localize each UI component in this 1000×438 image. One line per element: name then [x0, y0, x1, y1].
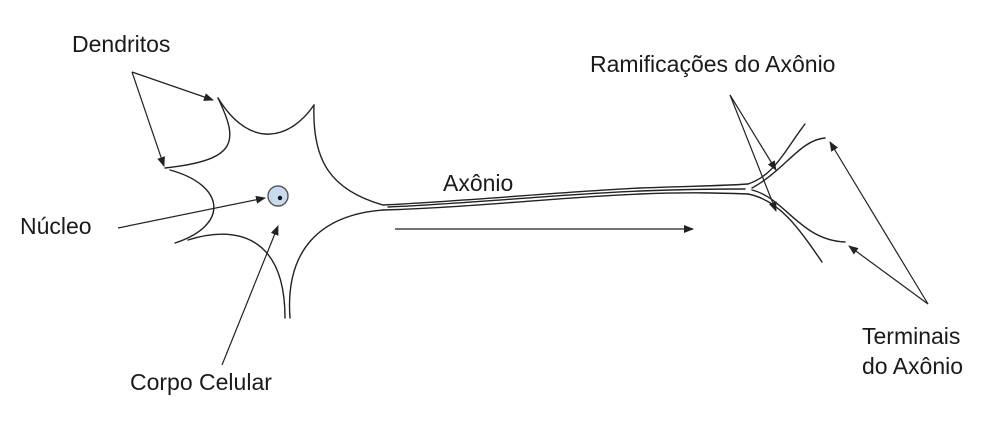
- branch-lower-outer: [747, 193, 823, 263]
- label-dendrites: Dendritos: [72, 31, 171, 57]
- arrow-branches-2: [729, 94, 777, 212]
- nucleus-shape: [267, 185, 289, 207]
- nucleus-circle: [267, 185, 289, 207]
- axon-shape: [382, 183, 749, 211]
- label-axon-branches: Ramificações do Axônio: [590, 51, 836, 77]
- arrow-nucleus: [117, 195, 266, 229]
- label-cell-body: Corpo Celular: [130, 369, 272, 395]
- branch-upper-inner: [751, 137, 826, 189]
- arrow-terminals-2: [848, 245, 929, 305]
- dendrite-bottom-left: [187, 233, 286, 319]
- label-axon: Axônio: [443, 170, 514, 196]
- branch-lower-inner: [751, 189, 846, 243]
- arrow-dendrites-2: [131, 71, 165, 167]
- label-axon-terminals-line2: do Axônio: [862, 353, 964, 379]
- nucleolus-dot: [277, 195, 283, 201]
- dendrite-bottom-right: [288, 209, 384, 319]
- branch-upper-outer: [747, 123, 806, 185]
- dendrite-left: [169, 169, 215, 244]
- arrow-dendrites-1: [131, 71, 214, 101]
- label-nucleus: Núcleo: [20, 213, 92, 239]
- axon-inner-line: [387, 188, 746, 208]
- arrow-branches-1: [729, 94, 777, 171]
- label-axon-terminals-line1: Terminais: [862, 323, 961, 349]
- arrow-terminals-1: [829, 141, 929, 305]
- axon-terminals-shape: [747, 123, 846, 263]
- pointer-arrows: [117, 71, 929, 366]
- cell-body-outline: [164, 97, 384, 319]
- axon-upper-edge: [382, 183, 749, 206]
- dendrite-top-right: [313, 104, 384, 206]
- dendrite-top: [217, 97, 315, 135]
- axon-lower-edge: [382, 192, 749, 211]
- dendrite-top-left: [164, 97, 231, 169]
- arrow-cell-body: [221, 225, 279, 366]
